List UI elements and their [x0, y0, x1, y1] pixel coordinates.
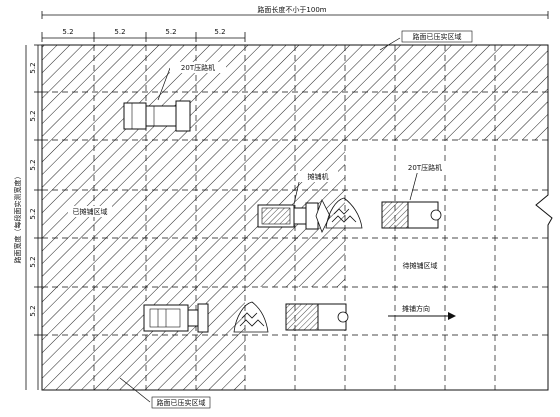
row-dim-5: 5.2	[29, 256, 37, 267]
asphalt-pile-bottom	[233, 301, 269, 333]
svg-text:20T压路机: 20T压路机	[181, 63, 215, 72]
label-compacted-bottom: 路面已压实区域	[119, 377, 211, 409]
row-dim-1: 5.2	[29, 62, 37, 73]
svg-text:摊铺机: 摊铺机	[308, 172, 329, 181]
road-boundary	[41, 44, 553, 391]
roller-right-middle	[381, 201, 442, 229]
svg-text:路面已压实区域: 路面已压实区域	[413, 32, 462, 41]
row-dim-3: 5.2	[29, 159, 37, 170]
roller-top	[123, 100, 191, 132]
top-dimension: 路面长度不小于100m	[41, 5, 549, 19]
label-compacted-top: 路面已压实区域	[379, 30, 473, 51]
label-paver: 摊铺机	[293, 171, 338, 205]
paving-direction: 摊铺方向	[388, 304, 456, 320]
svg-text:已摊铺区域: 已摊铺区域	[73, 207, 108, 216]
direction-label: 摊铺方向	[402, 304, 430, 313]
svg-text:路面已压实区域: 路面已压实区域	[157, 398, 206, 407]
roller-bottom-right	[285, 303, 349, 331]
label-paving-right: 待摊铺区域	[403, 261, 438, 270]
asphalt-pile-middle	[325, 197, 363, 229]
row-dim-2: 5.2	[29, 110, 37, 121]
col-dim-2: 5.2	[114, 28, 125, 36]
svg-text:待摊铺区域: 待摊铺区域	[403, 261, 438, 270]
row-dim-6: 5.2	[29, 305, 37, 316]
paver-middle	[257, 199, 331, 233]
roller-bottom	[143, 303, 209, 333]
row-dimensions: 5.2 5.2 5.2 5.2 5.2 5.2 路面宽度（每段面实测宽度）	[13, 44, 42, 390]
label-roller-20t: 20T压路机	[157, 62, 226, 101]
label-roller-right: 20T压路机	[400, 162, 450, 201]
col-dim-1: 5.2	[62, 28, 73, 36]
top-dimension-label: 路面长度不小于100m	[257, 5, 326, 14]
col-dim-3: 5.2	[165, 28, 176, 36]
row-dim-4: 5.2	[29, 208, 37, 219]
column-dimensions: 5.2 5.2 5.2 5.2	[41, 28, 246, 42]
left-dimension-label: 路面宽度（每段面实测宽度）	[13, 173, 22, 264]
svg-text:20T压路机: 20T压路机	[408, 163, 442, 172]
label-paved-left: 已摊铺区域	[68, 206, 112, 217]
col-dim-4: 5.2	[214, 28, 225, 36]
